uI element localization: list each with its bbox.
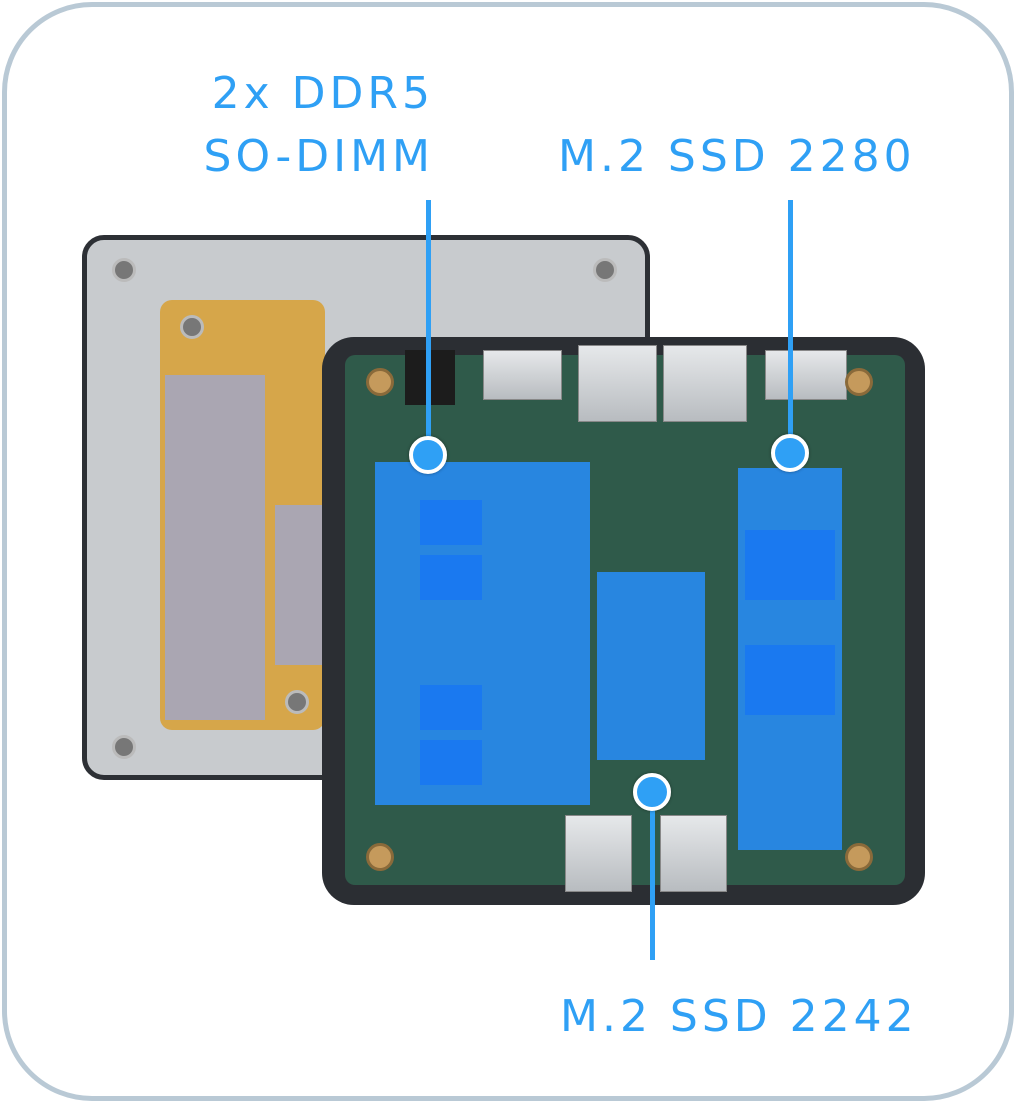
label-ddr5-line2: SO-DIMM <box>203 131 434 182</box>
callout-dot-ddr5 <box>409 436 447 474</box>
screw-icon <box>593 258 617 282</box>
callout-dot-2242 <box>633 773 671 811</box>
label-ssd-2280: M.2 SSD 2280 <box>558 131 916 182</box>
ddr5-sodimm-slots <box>375 462 590 805</box>
callout-dot-2280 <box>771 434 809 472</box>
mount-hole <box>366 843 394 871</box>
label-ddr5-line1: 2x DDR5 <box>211 68 434 119</box>
thermal-pad-2 <box>275 505 325 665</box>
m2-ssd-2242-slot <box>597 572 705 760</box>
ram-chip <box>420 500 482 545</box>
ram-chip <box>420 685 482 730</box>
callout-line-2242 <box>650 792 655 960</box>
screw-icon <box>112 735 136 759</box>
screw-icon <box>112 258 136 282</box>
usb-port <box>660 815 727 892</box>
mount-hole <box>845 843 873 871</box>
hdmi-port <box>765 350 847 400</box>
callout-line-ddr5 <box>426 200 431 455</box>
screw-icon <box>180 315 204 339</box>
mount-hole <box>366 368 394 396</box>
ethernet-port <box>578 345 657 422</box>
thermal-pad <box>165 375 265 720</box>
ram-chip <box>420 555 482 600</box>
callout-line-2280 <box>788 200 793 453</box>
label-ssd-2242: M.2 SSD 2242 <box>560 991 918 1042</box>
usb-port <box>565 815 632 892</box>
ssd-chip <box>745 530 835 600</box>
ram-chip <box>420 740 482 785</box>
mount-hole <box>845 368 873 396</box>
hdmi-port <box>483 350 562 400</box>
ssd-chip <box>745 645 835 715</box>
screw-icon <box>285 690 309 714</box>
ethernet-port <box>663 345 747 422</box>
